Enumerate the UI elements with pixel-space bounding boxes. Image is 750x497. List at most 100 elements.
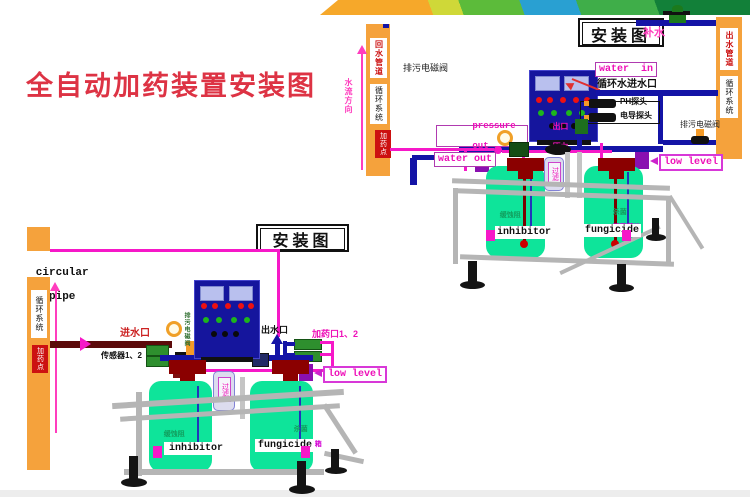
bl-pipe-top-segment [27, 227, 50, 251]
bl-tank2-level-tube [299, 386, 301, 448]
tr-return-pipe-tick [383, 24, 389, 28]
bl-panel-black-button[interactable] [211, 331, 217, 337]
bl-port-loop-v [331, 341, 334, 373]
tr-dosing-line-left [390, 148, 494, 151]
tr-panel-bottom-bar [537, 140, 591, 145]
bl-rack-foot-1 [129, 456, 138, 480]
tr-rack-foot-1 [468, 261, 477, 283]
tr-flow-arrow-line [361, 54, 363, 170]
tr-faucet-icon [663, 11, 690, 15]
bl-panel-screen-2 [229, 286, 253, 301]
tr-panel-red-button[interactable] [547, 97, 553, 103]
tr-pump-2-stem [609, 171, 624, 179]
tr-outlet-pipe-name: 出水管道 [720, 28, 738, 70]
tr-flow-direction-label: 水流方向 [344, 78, 353, 114]
bl-connector-1 [146, 345, 169, 356]
tr-panel-black-button[interactable] [549, 123, 555, 129]
tr-gauge-junction-dot [494, 146, 502, 154]
bl-panel-black-button[interactable] [233, 331, 239, 337]
tr-drain-valve-top-icon [696, 129, 704, 136]
decor-banner [320, 0, 750, 15]
tr-panel-black-button[interactable] [560, 123, 566, 129]
bl-frame-label-box: 安装图 [256, 224, 349, 252]
tr-water-out-label: water out [434, 152, 497, 167]
tr-tank2-en-label: fungicide [583, 224, 641, 237]
bl-inlet-arrowhead-icon [80, 337, 91, 351]
tr-tank1-en-label: inhibitor [495, 226, 553, 239]
tr-faucet-dome-icon [672, 5, 683, 12]
bl-panel-bottom-bar [201, 357, 253, 362]
tr-dosing-drop-3 [600, 143, 603, 159]
tr-cond-probe-label: 电导探头 [620, 111, 652, 120]
bl-orange-valve [186, 341, 196, 358]
tr-flow-switch [509, 142, 529, 157]
bl-panel-green-button[interactable] [216, 317, 222, 323]
tr-panel-red-button[interactable] [560, 97, 566, 103]
tr-rack-post-left [453, 188, 458, 264]
tr-dosing-point: 加药点 [375, 130, 391, 158]
bottom-strip [0, 490, 750, 497]
tr-circulating-inlet-label: 循环水进水口 [597, 79, 657, 90]
bl-panel-red-button[interactable] [212, 303, 218, 309]
bl-dosing-ports-label: 加药口1、2 [312, 329, 359, 339]
bl-low-level-label: low level [323, 366, 388, 383]
bl-panel-red-button[interactable] [201, 303, 207, 309]
bl-panel-green-button[interactable] [203, 317, 209, 323]
bl-dosing-return-line-h [50, 249, 279, 252]
bl-rack-foot-1-base [121, 478, 147, 487]
bl-flow-arrowhead-icon [50, 282, 60, 291]
bl-panel-red-button[interactable] [225, 303, 231, 309]
tr-ph-probe-label: PH探头 [620, 97, 648, 106]
bl-connector-2 [146, 356, 169, 367]
tr-tank1-level-sensor [486, 230, 495, 241]
tr-rack-foot-3-base [646, 234, 666, 241]
bl-pump-2-stem [283, 374, 298, 383]
tr-panel-red-button[interactable] [573, 97, 579, 103]
bl-rack-foot-3 [331, 449, 339, 469]
bl-tank2-level-sensor [301, 446, 310, 458]
tr-outlet-pipe-system: 循环系统 [720, 76, 738, 118]
bl-panel-green-button[interactable] [231, 317, 237, 323]
bl-tank1-en-label: inhibitor [164, 442, 228, 455]
bl-dosing-point: 加药点 [32, 345, 48, 373]
tr-panel-red-button[interactable] [536, 97, 542, 103]
tr-rack-foot-2-base [609, 284, 634, 292]
tr-return-pipe-name: 回水管道 [370, 38, 387, 78]
tr-panel-green-button[interactable] [551, 110, 557, 116]
tr-rack-rail-bottom [459, 254, 675, 267]
bl-rack-corner-bar [323, 450, 365, 465]
tr-panel-black-button[interactable] [571, 123, 577, 129]
bl-pump-1-stem [180, 374, 195, 383]
tr-rack-foot-1-base [460, 281, 485, 289]
bl-panel-red-button[interactable] [238, 303, 244, 309]
bl-dosing-return-line-v [277, 249, 280, 337]
tr-cond-probe-tip [584, 115, 589, 120]
tr-panel-red-button[interactable] [584, 97, 590, 103]
tr-rack-post-right [666, 198, 671, 262]
bl-frame-label: 安装图 [260, 228, 345, 250]
tr-panel-green-button[interactable] [579, 110, 585, 116]
tr-panel-drop-pipe [577, 135, 582, 149]
tr-low-level-label: low level [659, 154, 724, 171]
tr-rack-post-back-1 [565, 152, 570, 198]
tr-panel-green-button[interactable] [538, 110, 544, 116]
tr-panel-screen-2 [564, 76, 589, 91]
bl-panel-green-button[interactable] [244, 317, 250, 323]
bl-port-stub-1 [286, 342, 295, 346]
bl-outlet-arrowhead-icon [271, 334, 283, 344]
tr-return-pipe-system: 循环系统 [370, 84, 387, 124]
tr-ph-probe-tip [584, 101, 589, 106]
bl-pump-2 [272, 360, 309, 374]
bl-dosing-port-1 [294, 339, 322, 350]
tr-cond-probe-icon [588, 113, 616, 122]
tr-check-valve-icon [545, 144, 571, 155]
tr-panel-green-button[interactable] [566, 110, 572, 116]
bl-panel-red-button[interactable] [248, 303, 254, 309]
tr-tank1-level-tube [530, 172, 532, 236]
tr-frame-label-box: 安装图 [578, 18, 664, 47]
tr-down-pipe-v [410, 158, 417, 185]
tr-pump-1 [507, 158, 544, 171]
tr-faucet-body-icon [669, 15, 686, 23]
bl-panel-black-button[interactable] [222, 331, 228, 337]
